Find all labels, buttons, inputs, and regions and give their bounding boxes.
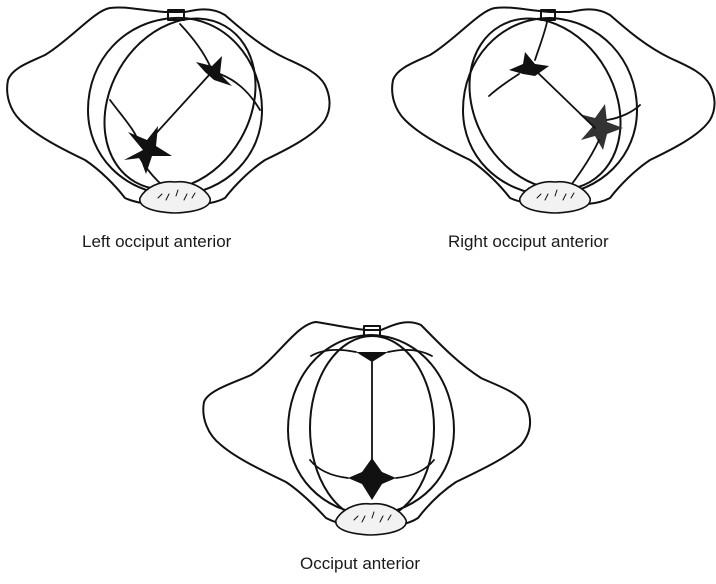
caption-right-occiput-anterior: Right occiput anterior: [448, 232, 609, 252]
pelvis-illustration: [0, 0, 330, 220]
pelvic-bone-outline: [7, 7, 329, 204]
pelvis-illustration: [196, 300, 536, 545]
pelvic-bone-outline: [392, 7, 714, 204]
pelvis-diagram-right-occiput-anterior: [385, 0, 715, 220]
pelvis-diagram-occiput-anterior: [196, 300, 536, 545]
caption-left-occiput-anterior: Left occiput anterior: [82, 232, 231, 252]
pelvis-illustration: [385, 0, 715, 220]
pelvis-diagram-left-occiput-anterior: [0, 0, 330, 220]
caption-occiput-anterior: Occiput anterior: [300, 554, 420, 574]
